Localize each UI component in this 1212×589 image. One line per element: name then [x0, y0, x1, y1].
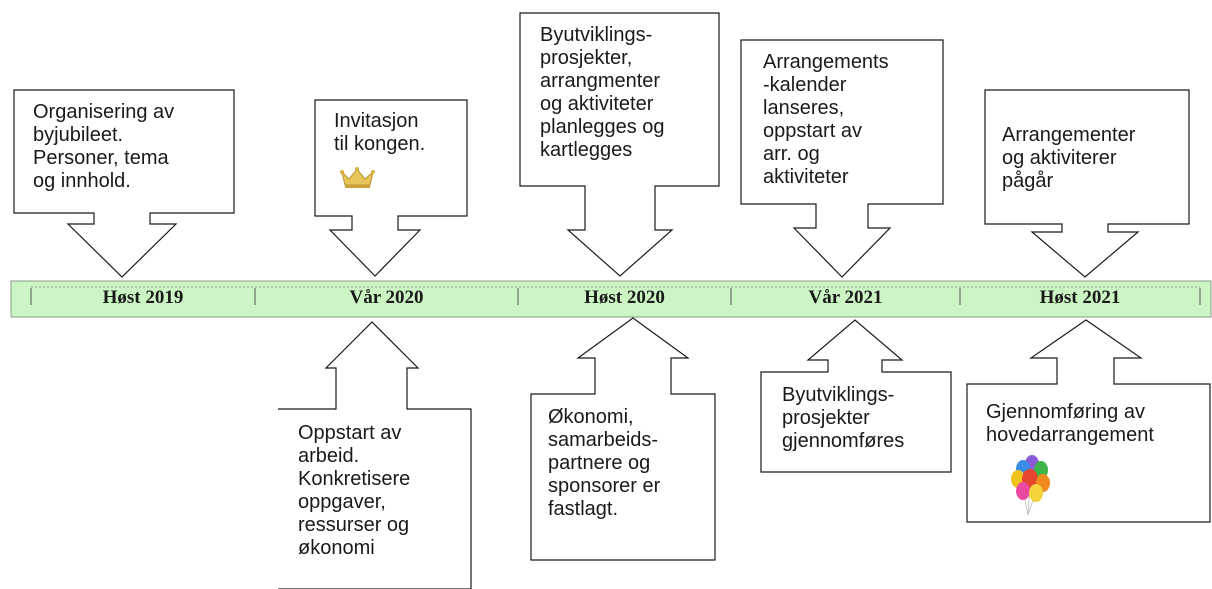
- callout-above-3-text: Byutviklings- prosjekter, arrangmenter o…: [540, 24, 665, 161]
- callout-above-4-text: Arrangements -kalender lanseres, oppstar…: [763, 51, 889, 188]
- callout-above-4: [740, 39, 944, 278]
- callout-below-3-text: Byutviklings- prosjekter gjennomføres: [782, 384, 905, 452]
- callout-below-3: [760, 319, 952, 473]
- callout-above-1: [13, 89, 235, 278]
- callout-above-5-text: Arrangementer og aktiviterer pågår: [1002, 124, 1136, 192]
- callout-above-2: [314, 99, 468, 277]
- balloons-icon: [1011, 455, 1050, 516]
- timeline-label-host-2019: Høst 2019: [102, 287, 184, 308]
- callout-below-4-text: Gjennomføring av hovedarrangement: [986, 401, 1154, 446]
- timeline-label-host-2020: Høst 2020: [584, 287, 665, 308]
- callout-above-1-text: Organisering av byjubileet. Personer, te…: [33, 101, 175, 192]
- callout-above-5: [984, 89, 1190, 278]
- crown-icon: [340, 167, 375, 188]
- callout-below-2: [530, 317, 716, 561]
- callout-below-1-text: Oppstart av arbeid. Konkretisere oppgave…: [298, 422, 411, 559]
- timeline-label-var-2020: Vår 2020: [349, 287, 424, 308]
- callout-above-3: [519, 12, 720, 277]
- timeline-label-host-2021: Høst 2021: [1039, 287, 1121, 308]
- callout-below-1: [278, 321, 472, 589]
- callout-above-2-text: Invitasjon til kongen.: [334, 110, 426, 155]
- timeline-label-var-2021: Vår 2021: [808, 287, 883, 308]
- callout-below-2-text: Økonomi, samarbeids- partnere og sponsor…: [548, 406, 661, 520]
